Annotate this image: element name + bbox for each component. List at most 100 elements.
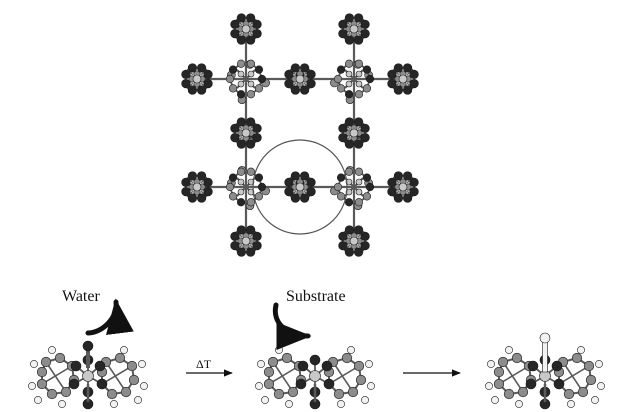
bond bbox=[343, 18, 351, 26]
oxygen-atom bbox=[344, 35, 355, 45]
oxygen-atom bbox=[196, 63, 207, 73]
carbon-atom bbox=[128, 374, 140, 386]
bond bbox=[558, 365, 590, 385]
bond bbox=[357, 122, 365, 130]
oxygen-atom bbox=[96, 378, 108, 390]
oxygen-atom bbox=[402, 171, 413, 181]
metal-atom bbox=[295, 182, 305, 192]
metal-atom bbox=[192, 182, 202, 192]
oxygen-atom bbox=[284, 186, 294, 197]
oxygen-atom bbox=[525, 378, 537, 390]
metal-atom bbox=[345, 188, 353, 196]
oxygen-atom bbox=[187, 63, 198, 73]
oxygen-atom bbox=[344, 13, 355, 23]
oxygen-atom bbox=[181, 69, 191, 80]
carbon-atom bbox=[333, 388, 345, 400]
oxygen-atom bbox=[290, 171, 301, 181]
carbon-atom bbox=[336, 84, 346, 93]
metal-node bbox=[284, 171, 316, 203]
hydrogen-atom bbox=[595, 360, 603, 368]
carbon-atom bbox=[497, 356, 509, 368]
oxygen-atom bbox=[402, 193, 413, 203]
oxygen-atom bbox=[362, 173, 372, 182]
bond bbox=[357, 136, 365, 144]
bond bbox=[235, 244, 243, 252]
carbon-atom bbox=[354, 198, 364, 207]
framework-cage bbox=[225, 167, 267, 207]
bond bbox=[303, 68, 311, 76]
metal-atom bbox=[355, 70, 363, 78]
oxygen-atom bbox=[338, 240, 348, 251]
oxygen-atom bbox=[360, 132, 370, 143]
oxygen-atom bbox=[306, 186, 316, 197]
oxygen-atom bbox=[254, 65, 264, 74]
carbon-atom bbox=[344, 59, 354, 68]
bond bbox=[235, 230, 243, 238]
hydrogen-atom bbox=[34, 396, 42, 404]
bond bbox=[392, 190, 400, 198]
carbon-atom bbox=[511, 352, 523, 364]
metal-atom bbox=[237, 178, 245, 186]
metal-atom bbox=[237, 70, 245, 78]
curved-arrow-in-icon bbox=[272, 302, 312, 350]
oxygen-atom bbox=[336, 173, 346, 182]
bond bbox=[249, 18, 257, 26]
hydrogen-atom bbox=[577, 346, 585, 354]
cluster-substrate-bound bbox=[485, 332, 605, 410]
oxygen-atom bbox=[306, 69, 316, 80]
metal-atom bbox=[355, 80, 363, 88]
oxygen-atom bbox=[299, 63, 310, 73]
carbon-atom bbox=[355, 374, 367, 386]
oxygen-atom bbox=[299, 171, 310, 181]
hydrogen-atom bbox=[120, 346, 128, 354]
bond bbox=[235, 32, 243, 40]
carbon-atom bbox=[362, 192, 372, 201]
metal-atom bbox=[241, 236, 251, 246]
oxygen-atom bbox=[321, 360, 333, 372]
oxygen-atom bbox=[338, 19, 348, 30]
carbon-atom bbox=[333, 74, 343, 84]
bond bbox=[249, 244, 257, 252]
metal-atom bbox=[345, 178, 353, 186]
oxygen-atom bbox=[338, 123, 348, 134]
oxygen-atom bbox=[228, 173, 238, 182]
bond bbox=[186, 190, 194, 198]
oxygen-atom bbox=[236, 117, 247, 127]
bond bbox=[332, 361, 354, 393]
oxygen-atom bbox=[203, 69, 213, 80]
hydrogen-atom bbox=[134, 396, 142, 404]
metal-node bbox=[230, 117, 262, 149]
metal-atom bbox=[241, 24, 251, 34]
carbon-atom bbox=[254, 84, 264, 93]
bond bbox=[186, 68, 194, 76]
oxygen-atom bbox=[323, 378, 335, 390]
bond bbox=[249, 230, 257, 238]
carbon-atom bbox=[263, 378, 275, 390]
bond bbox=[186, 82, 194, 90]
oxygen-atom bbox=[290, 193, 301, 203]
bond bbox=[200, 176, 208, 184]
oxygen-atom bbox=[236, 13, 247, 23]
oxygen-atom bbox=[338, 28, 348, 39]
bond bbox=[249, 32, 257, 40]
cluster-dehydrated bbox=[255, 346, 375, 410]
metal-atom bbox=[247, 178, 255, 186]
carbon-atom bbox=[344, 167, 354, 176]
substrate-label: Substrate bbox=[286, 288, 346, 305]
bond bbox=[502, 361, 524, 393]
bond bbox=[303, 176, 311, 184]
bond bbox=[105, 361, 127, 393]
carbon-atom bbox=[585, 374, 597, 386]
oxygen-atom bbox=[254, 173, 264, 182]
oxygen-atom bbox=[338, 231, 348, 242]
framework-cage bbox=[333, 167, 375, 207]
carbon-atom bbox=[120, 386, 132, 398]
oxygen-atom bbox=[362, 65, 372, 74]
oxygen-atom bbox=[187, 193, 198, 203]
carbon-atom bbox=[54, 352, 66, 364]
water-label: Water bbox=[62, 288, 100, 305]
substrate-atom bbox=[539, 332, 551, 344]
oxygen-atom bbox=[230, 28, 240, 39]
metal-node bbox=[230, 225, 262, 257]
oxygen-atom bbox=[353, 247, 364, 257]
